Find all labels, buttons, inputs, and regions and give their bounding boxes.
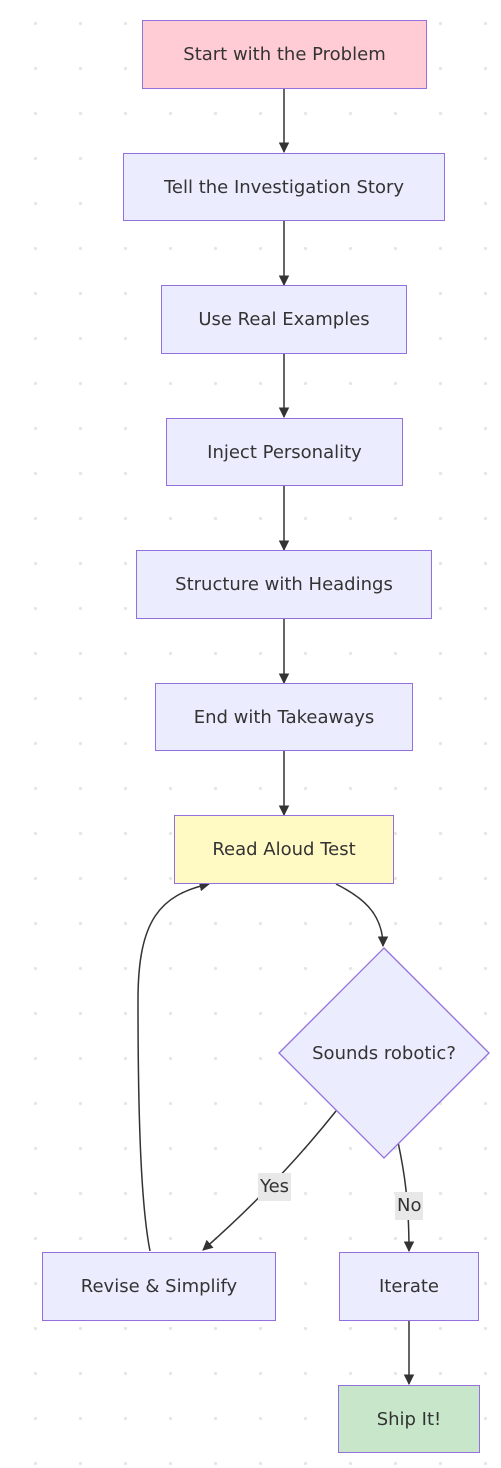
node-structure-with-headings: Structure with Headings (136, 550, 432, 619)
edge-read-aloud-to-decision (335, 883, 389, 948)
node-inject-personality: Inject Personality (166, 418, 403, 486)
edge-decision-to-iterate (397, 1141, 415, 1253)
node-decision-sounds-robotic (278, 947, 490, 1159)
node-end-with-takeaways: End with Takeaways (155, 683, 413, 751)
edge-label-no: No (395, 1192, 424, 1220)
node-ship-it: Ship It! (338, 1385, 480, 1453)
node-use-real-examples: Use Real Examples (161, 285, 407, 354)
node-revise-and-simplify: Revise & Simplify (42, 1252, 276, 1321)
edge-revise-to-read-aloud (137, 880, 211, 1252)
node-start-with-the-problem: Start with the Problem (142, 20, 427, 89)
node-iterate: Iterate (339, 1252, 479, 1321)
edge-label-yes: Yes (258, 1173, 292, 1201)
decision-label: Sounds robotic? (312, 1042, 456, 1064)
node-tell-the-investigation-story: Tell the Investigation Story (123, 153, 445, 221)
node-read-aloud-test: Read Aloud Test (174, 815, 394, 884)
